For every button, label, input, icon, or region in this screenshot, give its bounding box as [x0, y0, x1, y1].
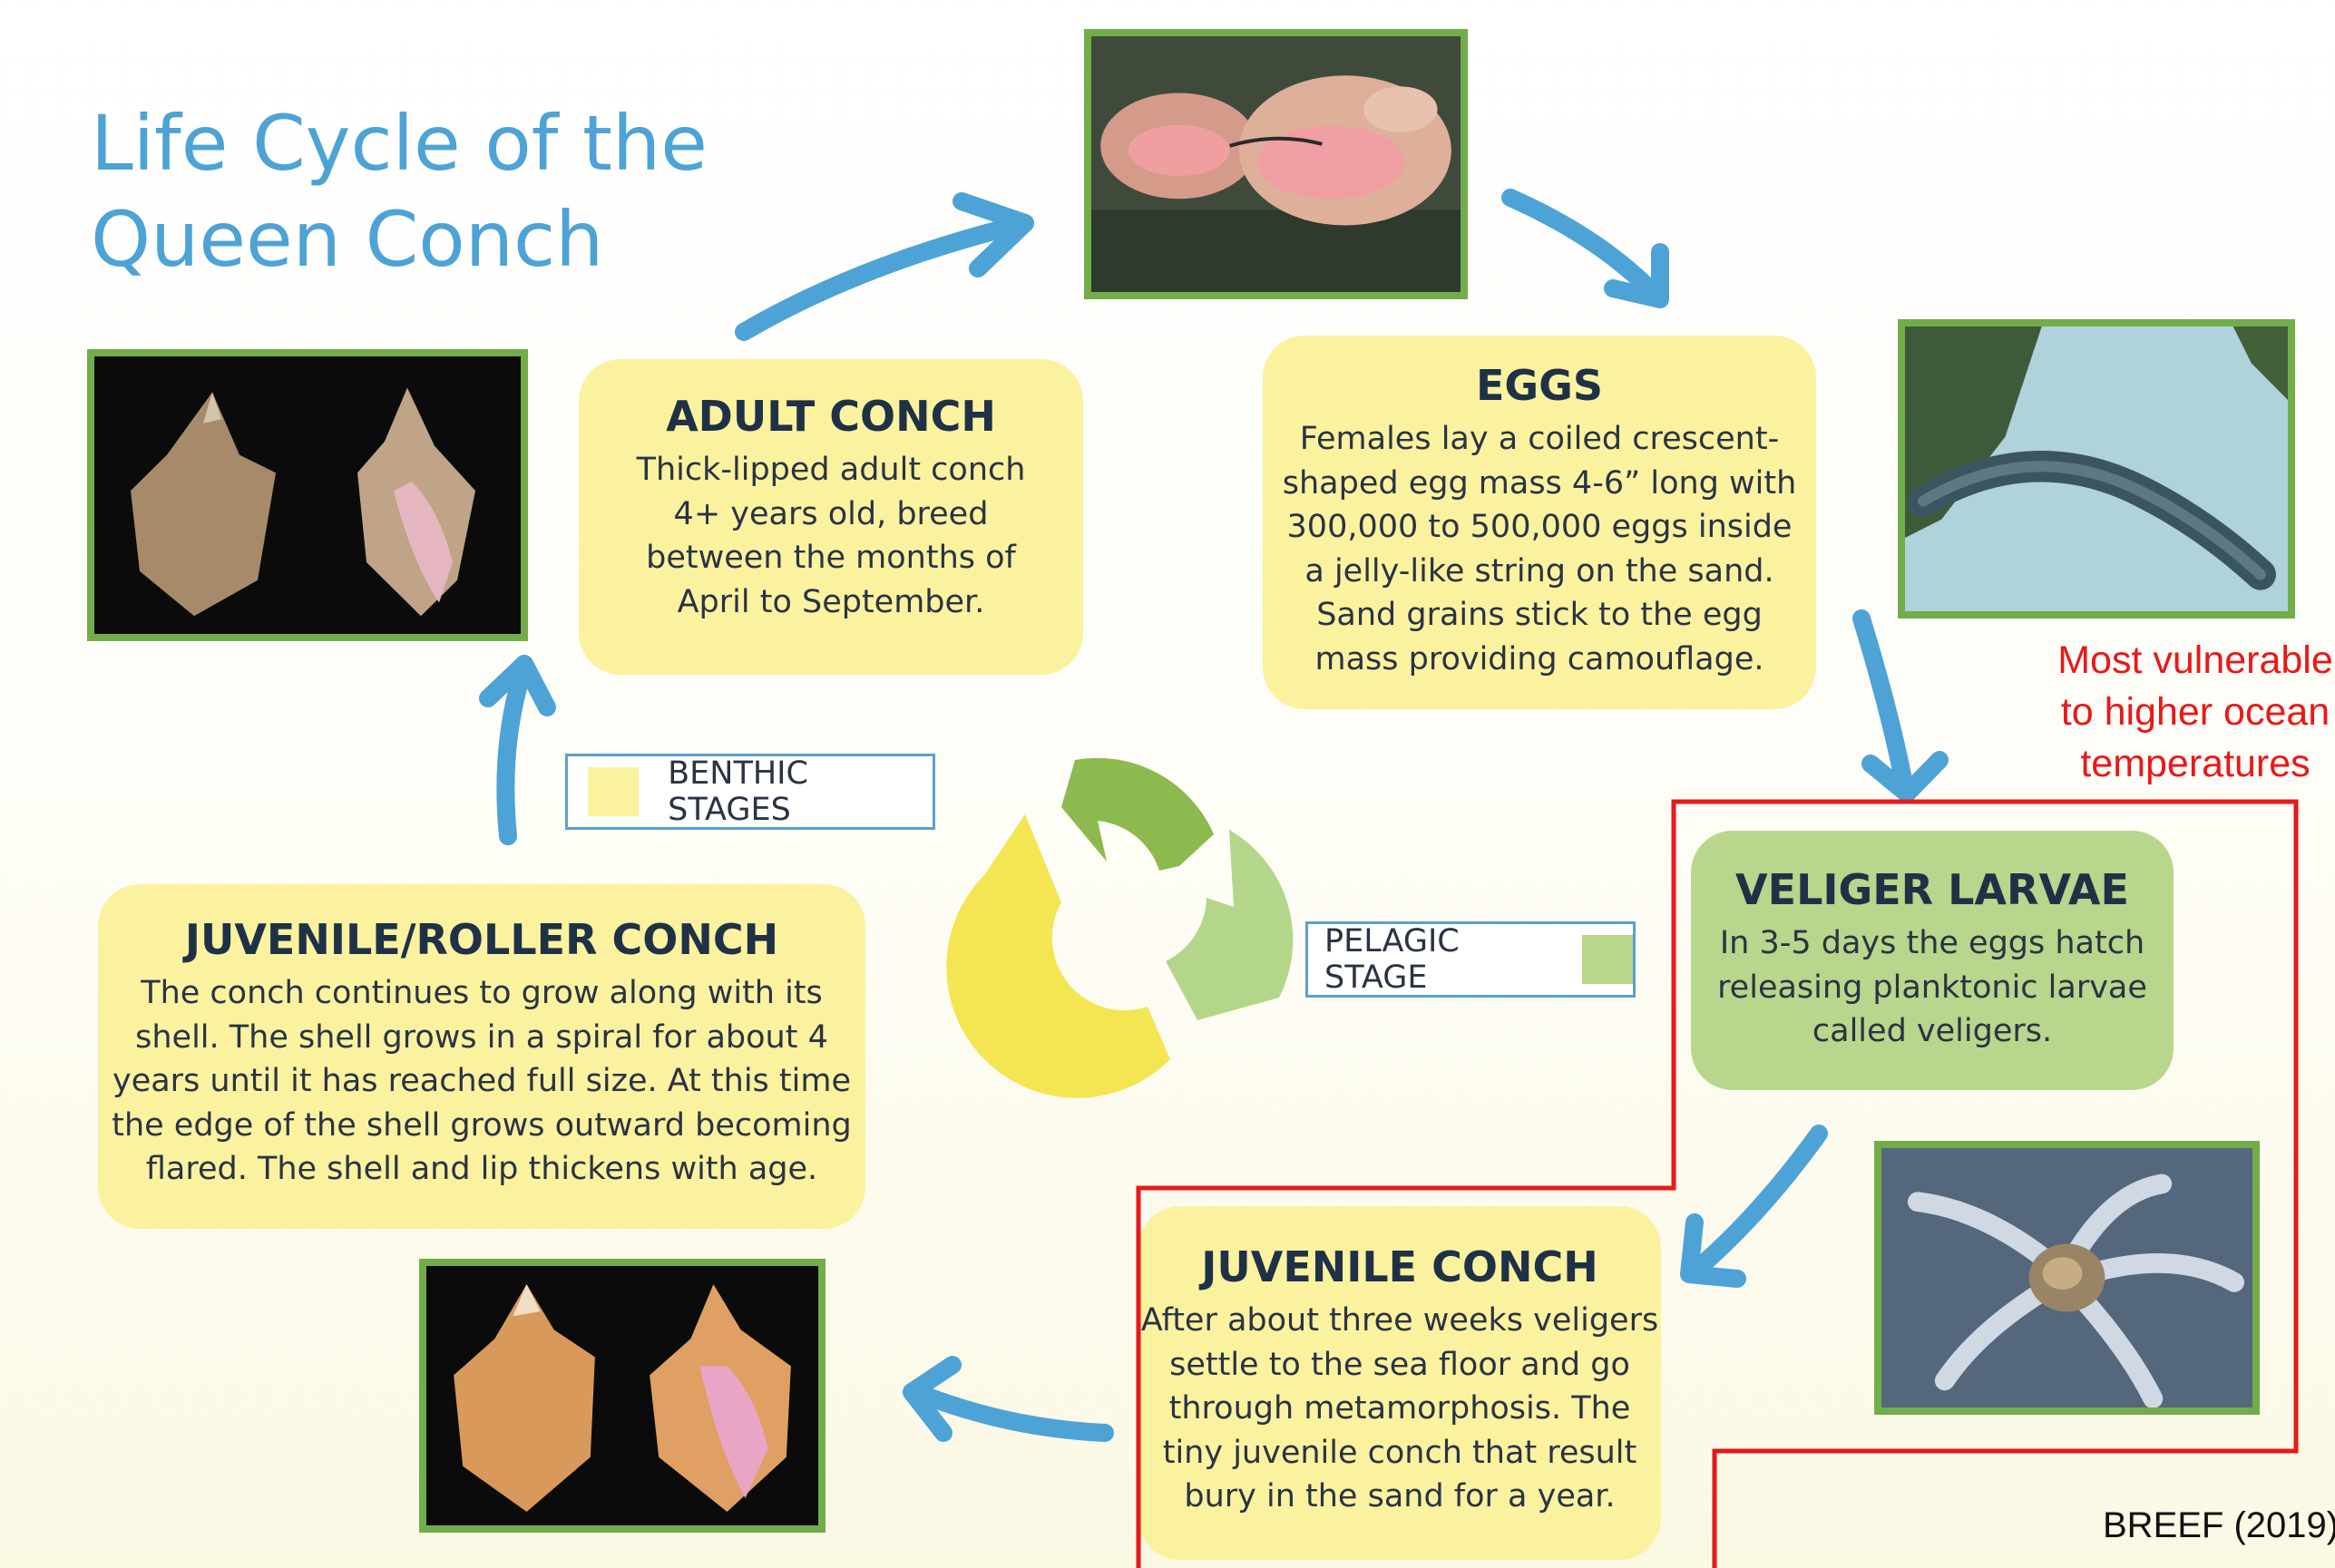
eggs-text-4: a jelly-like string on the sand. — [1263, 550, 1816, 594]
eggs-text-6: mass providing camouflage. — [1263, 638, 1816, 682]
arrow-adult-to-eggs — [744, 223, 1025, 332]
adult-conch-photo — [1084, 29, 1468, 299]
adult-conch-heading: ADULT CONCH — [579, 390, 1083, 443]
roller-conch-text-5: flared. The shell and lip thickens with … — [98, 1147, 865, 1192]
legend-pelagic: PELAGIC STAGE — [1305, 921, 1636, 998]
adult-conch-card: ADULT CONCH Thick-lipped adult conch 4+ … — [579, 359, 1083, 675]
veliger-photo — [1874, 1141, 2260, 1415]
juvenile-conch-text-4: tiny juvenile conch that result — [1138, 1431, 1661, 1475]
veliger-larvae-text-2: releasing planktonic larvae — [1691, 966, 2174, 1010]
cycle-segment-yellow — [946, 814, 1170, 1098]
title-line-2: Queen Conch — [91, 191, 708, 287]
eggs-text-5: Sand grains stick to the egg — [1263, 593, 1816, 638]
pelagic-label: PELAGIC STAGE — [1324, 923, 1562, 996]
egg-mass-image — [1905, 326, 2288, 611]
veliger-larvae-text-3: called veligers. — [1691, 1009, 2174, 1054]
juvenile-conch-text-5: bury in the sand for a year. — [1138, 1475, 1661, 1519]
arrowhead-adult-to-eggs — [962, 201, 1025, 268]
adult-conch-text-1: Thick-lipped adult conch — [579, 448, 1083, 492]
legend-benthic: BENTHIC STAGES — [565, 754, 935, 830]
eggs-heading: EGGS — [1263, 359, 1816, 412]
arrow-eggs-to-photo — [1510, 198, 1651, 290]
roller-conch-text-2: shell. The shell grows in a spiral for a… — [98, 1016, 865, 1060]
veliger-larva-image — [1881, 1148, 2252, 1407]
arrowhead-juvenile-to-roller — [912, 1365, 953, 1433]
juvenile-conch-text-1: After about three weeks veligers — [1138, 1299, 1661, 1343]
juvenile-conch-text-3: through metamorphosis. The — [1138, 1387, 1661, 1431]
juvenile-conch-heading: JUVENILE CONCH — [1138, 1241, 1661, 1293]
roller-conch-text-1: The conch continues to grow along with i… — [98, 971, 865, 1016]
eggs-card: EGGS Females lay a coiled crescent- shap… — [1263, 336, 1816, 709]
juvenile-roller-photo — [419, 1259, 826, 1533]
veliger-larvae-heading: VELIGER LARVAE — [1691, 863, 2174, 916]
cycle-segment-green-top — [1061, 758, 1214, 871]
arrowhead-roller-to-adult — [488, 664, 547, 707]
roller-conch-text-4: the edge of the shell grows outward beco… — [98, 1104, 865, 1148]
cycle-icon — [946, 758, 1293, 1098]
roller-shells-image — [426, 1266, 818, 1525]
juvenile-conch-text-2: settle to the sea floor and go — [1138, 1343, 1661, 1388]
roller-conch-image — [94, 356, 521, 634]
pelagic-swatch — [1582, 935, 1633, 984]
arrow-veliger-to-juvenile — [1696, 1134, 1819, 1270]
arrow-juvenile-to-roller — [916, 1392, 1105, 1433]
cycle-segment-green-right — [1166, 830, 1293, 1020]
arrow-roller-to-adult — [505, 667, 524, 836]
source-credit: BREEF (2019) — [2103, 1505, 2335, 1546]
veliger-larvae-card: VELIGER LARVAE In 3-5 days the eggs hatc… — [1691, 831, 2174, 1090]
adult-conch-image — [1091, 36, 1461, 292]
benthic-label: BENTHIC STAGES — [668, 755, 933, 828]
eggs-text-2: shaped egg mass 4-6” long with — [1263, 462, 1816, 506]
roller-conch-card: JUVENILE/ROLLER CONCH The conch continue… — [98, 884, 865, 1229]
arrowhead-eggs-photo — [1613, 252, 1660, 299]
roller-conch-text-3: years until it has reached full size. At… — [98, 1059, 865, 1104]
veliger-larvae-text-1: In 3-5 days the eggs hatch — [1691, 921, 2174, 966]
roller-conch-photo — [87, 349, 528, 641]
eggs-photo — [1898, 319, 2295, 618]
arrowhead-veliger-to-juvenile — [1689, 1222, 1737, 1279]
vulnerability-note-line-3: temperatures — [2041, 738, 2335, 790]
adult-conch-text-2: 4+ years old, breed — [579, 492, 1083, 537]
vulnerability-note-line-2: to higher ocean — [2041, 687, 2335, 738]
vulnerability-note-line-1: Most vulnerable — [2041, 635, 2335, 687]
adult-conch-text-3: between the months of — [579, 536, 1083, 580]
roller-conch-heading: JUVENILE/ROLLER CONCH — [98, 913, 865, 966]
adult-conch-text-4: April to September. — [579, 580, 1083, 625]
arrowhead-eggs-to-veliger — [1871, 760, 1939, 794]
page-title: Life Cycle of the Queen Conch — [91, 95, 708, 287]
benthic-swatch — [588, 767, 639, 816]
eggs-text-1: Females lay a coiled crescent- — [1263, 417, 1816, 462]
vulnerability-note: Most vulnerable to higher ocean temperat… — [2041, 635, 2335, 790]
eggs-text-3: 300,000 to 500,000 eggs inside — [1263, 505, 1816, 550]
arrow-eggs-to-veliger — [1861, 618, 1905, 789]
title-line-1: Life Cycle of the — [91, 95, 708, 191]
juvenile-conch-card: JUVENILE CONCH After about three weeks v… — [1138, 1206, 1661, 1560]
